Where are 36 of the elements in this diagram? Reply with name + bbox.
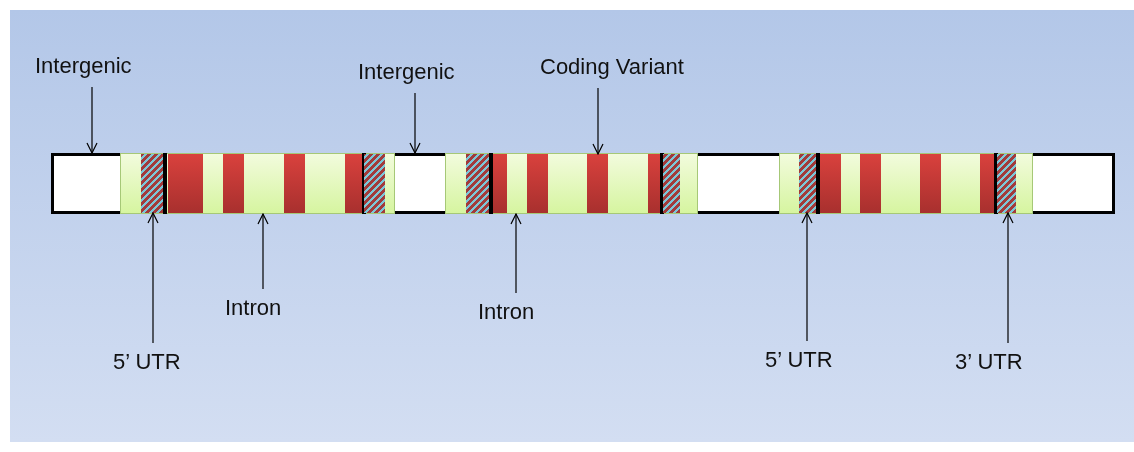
utr-block: [364, 154, 385, 213]
gene-region: [120, 153, 395, 214]
leader-arrow: [592, 87, 604, 155]
utr-block: [799, 154, 816, 213]
exon-block: [345, 154, 362, 213]
leader-arrow: [86, 86, 98, 154]
region-label: 5’ UTR: [765, 347, 833, 373]
leader-arrow: [1002, 212, 1014, 344]
gene-region: [779, 153, 1033, 214]
region-label: Coding Variant: [540, 54, 684, 80]
leader-arrow: [409, 92, 421, 154]
region-label: Intergenic: [358, 59, 455, 85]
region-label: 3’ UTR: [955, 349, 1023, 375]
leader-arrow: [510, 213, 522, 294]
exon-block: [648, 154, 660, 213]
region-label: 5’ UTR: [113, 349, 181, 375]
region-label: Intron: [225, 295, 282, 321]
region-label: Intron: [478, 299, 535, 325]
exon-block: [860, 154, 881, 213]
leader-arrow: [257, 213, 269, 290]
exon-block: [168, 154, 203, 213]
utr-block: [141, 154, 163, 213]
chromosome-bar: [51, 153, 1115, 214]
utr-block: [663, 154, 680, 213]
exon-block: [284, 154, 305, 213]
exon-block: [527, 154, 548, 213]
utr-block: [997, 154, 1016, 213]
leader-arrow: [801, 212, 813, 342]
exon-block: [920, 154, 941, 213]
gene-region: [445, 153, 698, 214]
utr-block: [466, 154, 489, 213]
region-label: Intergenic: [35, 53, 132, 79]
exon-block: [820, 154, 841, 213]
exon-block: [587, 154, 608, 213]
leader-arrow: [147, 212, 159, 344]
exon-block: [223, 154, 244, 213]
